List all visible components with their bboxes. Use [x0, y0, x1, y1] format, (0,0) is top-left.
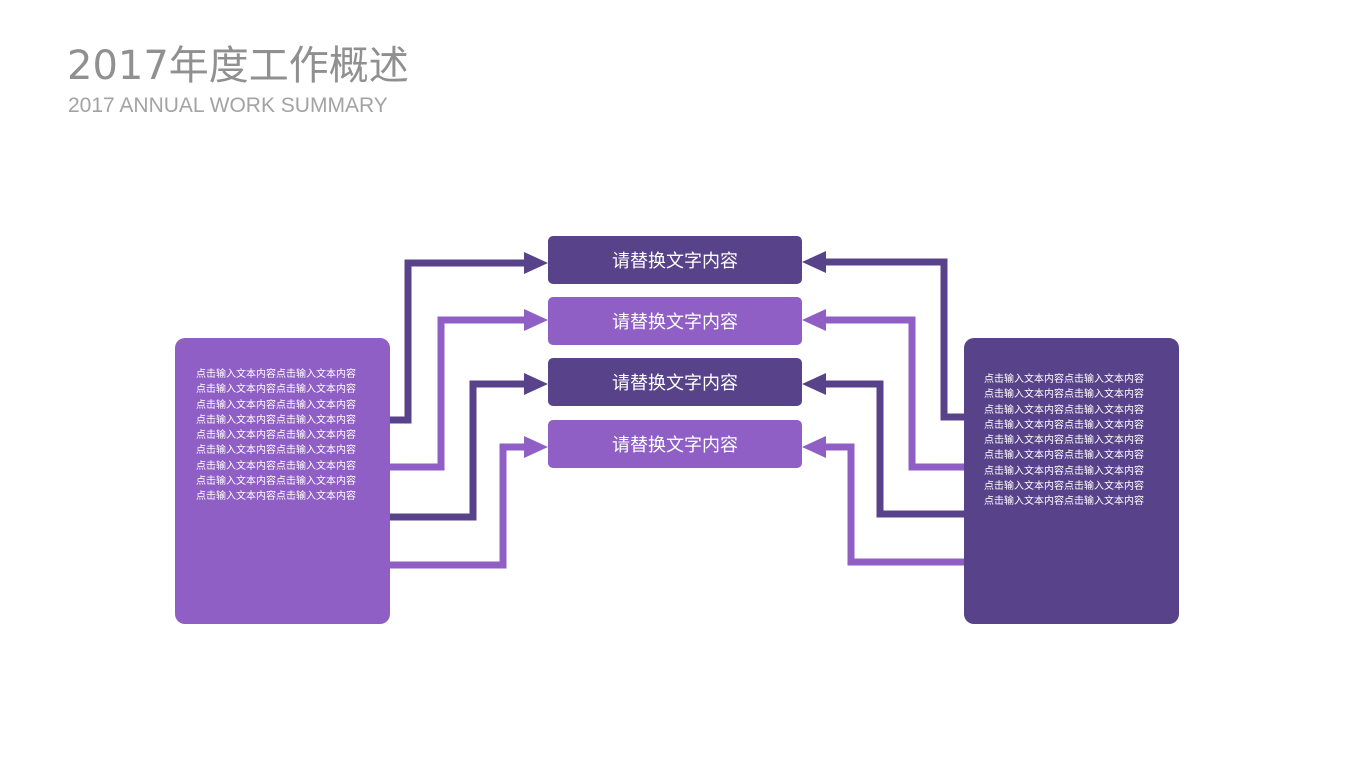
arrow-right-4 [822, 443, 965, 566]
right-text-line: 点击输入文本内容点击输入文本内容 [984, 435, 1144, 447]
right-text-line: 点击输入文本内容点击输入文本内容 [984, 374, 1144, 385]
label-text: 请替换文字内容 [612, 373, 738, 394]
label-text: 请替换文字内容 [612, 312, 738, 333]
arrow-left-1 [389, 259, 528, 424]
right-text-line: 点击输入文本内容点击输入文本内容 [984, 389, 1144, 401]
arrow-left-4 [389, 443, 528, 569]
right-text-line: 点击输入文本内容点击输入文本内容 [984, 419, 1144, 431]
arrow-left-3 [389, 380, 528, 521]
arrowhead-right-2 [802, 309, 826, 331]
label-text: 请替换文字内容 [612, 251, 738, 272]
left-text-box[interactable]: 点击输入文本内容点击输入文本内容 点击输入文本内容点击输入文本内容 点击输入文本… [175, 338, 390, 624]
left-text-line: 点击输入文本内容点击输入文本内容 [196, 430, 356, 442]
left-text-line: 点击输入文本内容点击输入文本内容 [196, 445, 356, 457]
arrowhead-right-4 [802, 436, 826, 458]
arrowhead-left-4 [524, 436, 548, 458]
label-box-2[interactable]: 请替换文字内容 [548, 297, 802, 345]
right-text-line: 点击输入文本内容点击输入文本内容 [984, 481, 1144, 493]
left-text-line: 点击输入文本内容点击输入文本内容 [196, 476, 356, 488]
arrow-left-2 [389, 316, 528, 471]
left-text-line: 点击输入文本内容点击输入文本内容 [196, 399, 356, 411]
right-text-line: 点击输入文本内容点击输入文本内容 [984, 496, 1144, 508]
arrowhead-left-2 [524, 309, 548, 331]
page-title: 2017年度工作概述 [67, 43, 409, 89]
label-box-4[interactable]: 请替换文字内容 [548, 420, 802, 468]
label-box-1[interactable]: 请替换文字内容 [548, 236, 802, 284]
label-text: 请替换文字内容 [612, 435, 738, 456]
left-text-line: 点击输入文本内容点击输入文本内容 [196, 414, 356, 426]
right-text-line: 点击输入文本内容点击输入文本内容 [984, 450, 1144, 462]
left-text-line: 点击输入文本内容点击输入文本内容 [196, 491, 356, 503]
arrowhead-right-1 [802, 251, 826, 273]
right-text-line: 点击输入文本内容点击输入文本内容 [984, 465, 1144, 477]
right-text-line: 点击输入文本内容点击输入文本内容 [984, 404, 1144, 416]
arrowhead-right-3 [802, 373, 826, 395]
left-text-line: 点击输入文本内容点击输入文本内容 [196, 369, 356, 380]
page-subtitle: 2017 ANNUAL WORK SUMMARY [68, 94, 388, 117]
label-box-3[interactable]: 请替换文字内容 [548, 358, 802, 406]
arrow-right-3 [822, 380, 965, 518]
arrow-right-2 [822, 316, 965, 471]
right-text-box[interactable]: 点击输入文本内容点击输入文本内容 点击输入文本内容点击输入文本内容 点击输入文本… [964, 338, 1179, 624]
arrowhead-left-1 [524, 252, 548, 274]
left-text-line: 点击输入文本内容点击输入文本内容 [196, 460, 356, 472]
left-text-line: 点击输入文本内容点击输入文本内容 [196, 384, 356, 396]
arrow-right-1 [822, 258, 965, 421]
arrowhead-left-3 [524, 373, 548, 395]
